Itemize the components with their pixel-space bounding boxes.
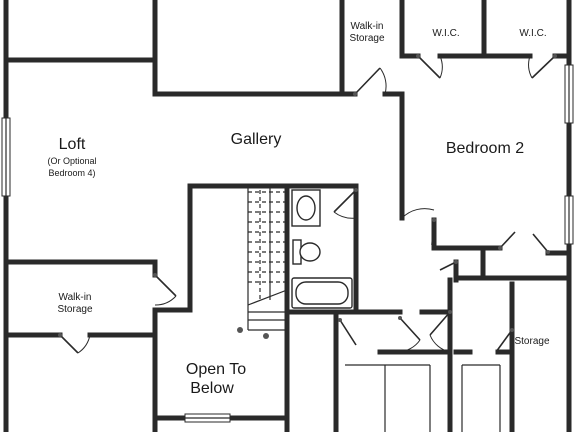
loft-note-line1: (Or Optional bbox=[47, 156, 96, 166]
doors bbox=[58, 54, 557, 354]
open-to-below-line2: Below bbox=[190, 380, 234, 397]
door-wic-right bbox=[528, 54, 557, 79]
bathtub-basin bbox=[295, 281, 349, 305]
door-bath bbox=[333, 188, 358, 219]
staircase bbox=[237, 186, 288, 339]
door-bedroom2-closet bbox=[498, 231, 550, 254]
wic-right-label: W.I.C. bbox=[519, 28, 546, 39]
partitions bbox=[345, 364, 501, 432]
walls bbox=[3, 0, 572, 432]
windows bbox=[1, 64, 574, 423]
walkin-storage-top-line2: Storage bbox=[349, 33, 384, 44]
walkin-storage-left-line1: Walk-in bbox=[59, 292, 92, 303]
loft-label: Loft bbox=[59, 136, 86, 153]
door-corridor bbox=[439, 260, 458, 271]
open-to-below-line1: Open To bbox=[186, 361, 246, 378]
storage-right-label: Storage bbox=[514, 336, 549, 347]
door-bedroom2 bbox=[401, 208, 436, 246]
walkin-storage-top-line1: Walk-in bbox=[351, 21, 384, 32]
door-wic-left bbox=[416, 54, 443, 79]
toilet-bowl bbox=[299, 242, 321, 262]
gallery-label: Gallery bbox=[231, 131, 282, 148]
door-bottom-center bbox=[338, 318, 357, 346]
loft-note-line2: Bedroom 4) bbox=[48, 168, 95, 178]
sink bbox=[296, 195, 316, 221]
bath-fixtures bbox=[291, 189, 353, 309]
door-walkin-storage-top bbox=[353, 67, 387, 96]
wic-left-label: W.I.C. bbox=[432, 28, 459, 39]
door-walkin-storage-left-bottom bbox=[58, 333, 91, 354]
door-storage-right bbox=[495, 328, 514, 353]
door-walkin-storage-left-side bbox=[153, 273, 177, 306]
walkin-storage-left-line2: Storage bbox=[57, 304, 92, 315]
room-labels: Loft (Or Optional Bedroom 4) Gallery Bed… bbox=[47, 21, 549, 397]
door-hall-pair bbox=[397, 310, 452, 353]
bedroom2-label: Bedroom 2 bbox=[446, 140, 524, 157]
